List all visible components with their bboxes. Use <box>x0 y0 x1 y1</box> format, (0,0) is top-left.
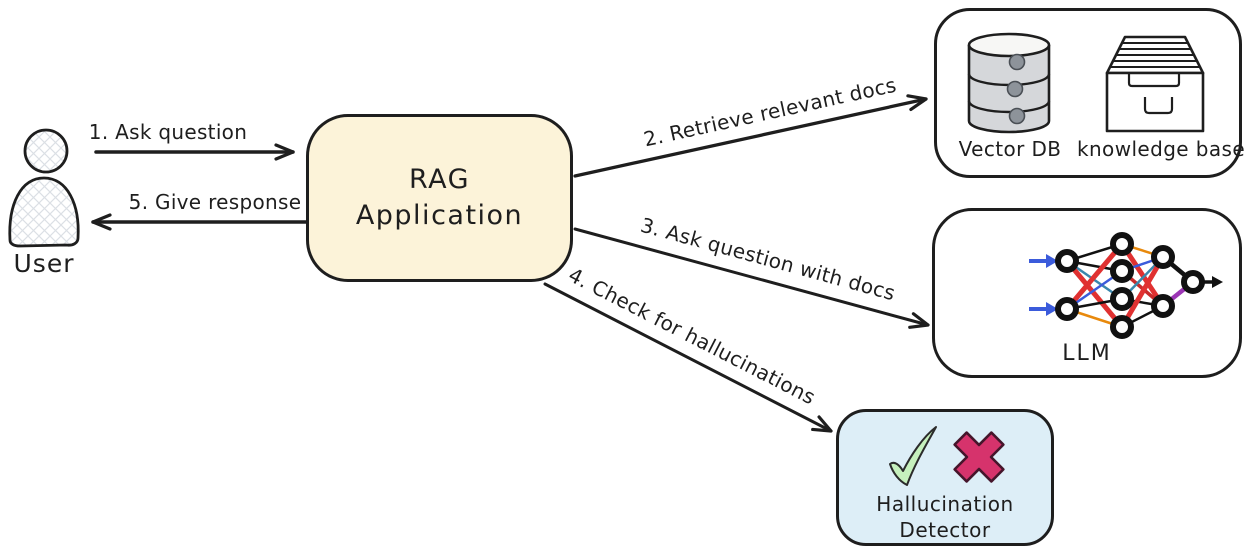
vector-db-label: Vector DB <box>958 137 1062 161</box>
knowledge-base-label: knowledge base <box>1077 137 1246 161</box>
check-mark-icon <box>889 426 937 486</box>
llm-box: LLM <box>932 208 1242 378</box>
arrow-check-hallucinations <box>543 282 833 433</box>
arrow-label-give-response: 5. Give response <box>128 190 302 214</box>
retrieval-box: Vector DB knowledge base <box>934 8 1246 178</box>
vector-db-icon <box>967 32 1051 134</box>
hallucination-detector-label: Hallucination Detector <box>876 492 1014 542</box>
rag-application-title: RAG Application <box>355 163 524 231</box>
arrow-label-retrieve-docs: 2. Retrieve relevant docs <box>641 72 899 152</box>
user-label: User <box>13 249 75 278</box>
rag-application-box: RAG Application <box>306 114 573 282</box>
arrow-label-check-hallucinations: 4. Check for hallucinations <box>564 262 820 410</box>
llm-label: LLM <box>1062 341 1112 366</box>
knowledge-base-icon <box>1105 35 1205 133</box>
arrow-label-ask-with-docs: 3. Ask question with docs <box>638 212 898 306</box>
cross-mark-icon <box>953 431 1005 483</box>
hallucination-detector-box: Hallucination Detector <box>836 409 1054 546</box>
neural-network-icon <box>1029 232 1223 339</box>
arrow-label-ask-question: 1. Ask question <box>88 120 248 144</box>
user-icon <box>8 128 80 248</box>
